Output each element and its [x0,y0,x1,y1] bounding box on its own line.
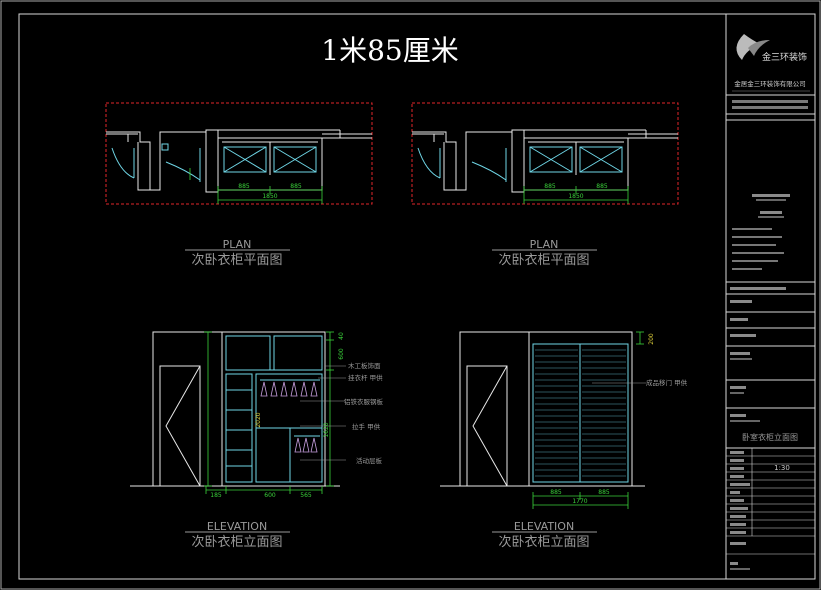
elev-left-tag: ELEVATION [207,520,267,533]
elev-right-tag: ELEVATION [514,520,574,533]
plan-left-caption: 次卧衣柜平面图 [191,252,282,268]
elev-left-note-5: 活动层板 [356,456,383,465]
scale-value: 1:30 [774,464,790,472]
company-name: 金居金三环装饰有限公司 [734,79,806,88]
elev-left-dim-right-3: 1620 [323,422,330,437]
elev-right-caption: 次卧衣柜立面图 [498,534,589,550]
elev-left-dim-right-1: 40 [338,332,345,340]
plan-right-caption: 次卧衣柜平面图 [498,252,589,268]
title-block: 金三环装饰 金居金三环装饰有限公司 卧室衣 [726,34,815,570]
elev-right-dim-bottom-2: 885 [598,489,610,496]
elev-left-note-3: 铝铁衣服钢板 [344,397,384,406]
sliding-door-slats [535,349,626,477]
elev-left-dim-bottom-3: 565 [300,492,312,499]
elev-left-dim-bottom-2: 600 [264,492,276,499]
elev-right-dim-right-1: 200 [648,333,655,345]
drawing-name: 卧室衣柜立面图 [742,432,798,442]
elev-right-dim-bottom-total: 1770 [572,498,587,505]
plan-right-dashed-boundary [411,102,679,205]
plan-left-tag: PLAN [223,238,252,251]
elev-right-dim-bottom-1: 885 [550,489,562,496]
company-logo: 金三环装饰 [736,34,807,63]
elev-left-dim-bottom-1: 185 [210,492,222,499]
plan-left-dashed-boundary [105,102,373,205]
plan-right-dim-total: 1850 [568,193,583,200]
elev-left-dim-right-2: 600 [338,348,345,360]
plan-left-dim-total: 1850 [262,193,277,200]
plan-left-dim-2: 885 [290,183,302,190]
elevation-left: 木工板饰面 挂衣杆 甲供 铝铁衣服钢板 拉手 甲供 活动层板 185 600 5… [130,331,384,550]
plan-left-dim-1: 885 [238,183,250,190]
plan-right: 885 885 1850 PLAN 次卧衣柜平面图 [411,102,679,268]
page-title: 1米85厘米 [321,34,458,67]
drawing-border [18,13,816,580]
plan-right-tag: PLAN [530,238,559,251]
plan-right-dim-1: 885 [544,183,556,190]
elev-left-note-1: 木工板饰面 [348,361,381,370]
plan-right-dim-2: 885 [596,183,608,190]
elev-left-note-2: 挂衣杆 甲供 [348,373,383,382]
plan-left: 885 885 1850 PLAN 次卧衣柜平面图 [105,102,373,268]
elev-left-dim-height: 2020 [255,412,262,427]
logo-text: 金三环装饰 [762,51,807,63]
elevation-right: 成品移门 甲供 885 885 1770 200 ELEVATION 次卧衣柜立… [440,331,688,550]
elev-right-note-1: 成品移门 甲供 [646,378,688,387]
elev-left-caption: 次卧衣柜立面图 [191,534,282,550]
elev-left-note-4: 拉手 甲供 [352,422,381,431]
